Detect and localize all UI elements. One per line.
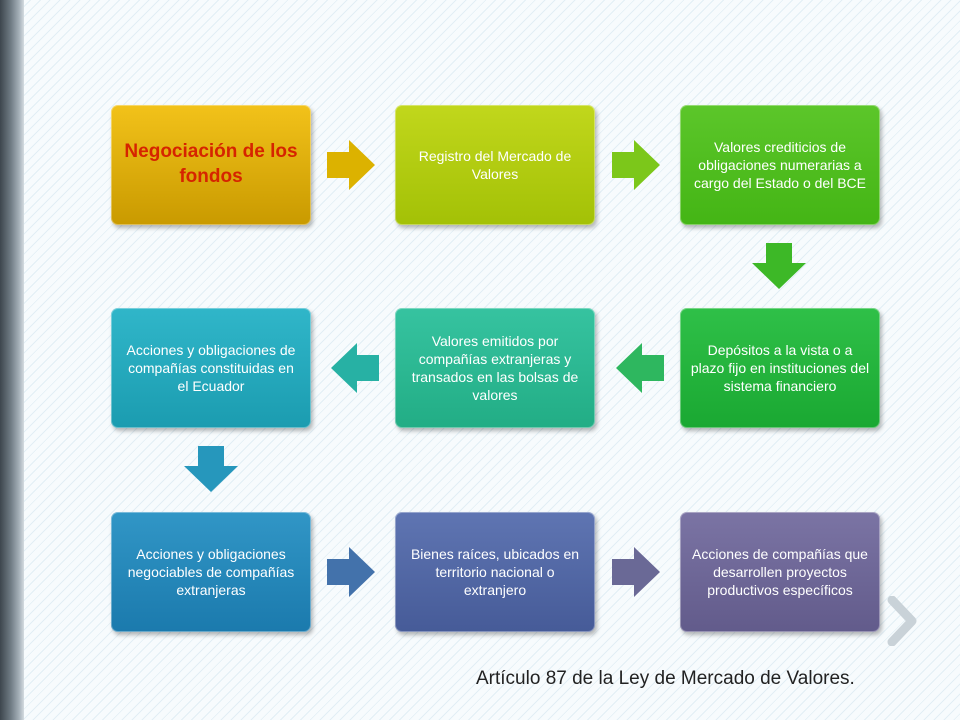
arrow-right-icon [327, 547, 375, 597]
arrow-shape [612, 140, 660, 190]
arrow-right-icon [327, 140, 375, 190]
chevron-right-icon[interactable] [882, 596, 922, 646]
box-valores-crediticios: Valores crediticios de obligaciones nume… [680, 105, 880, 225]
arrow-shape [616, 343, 664, 393]
arrow-shape [327, 140, 375, 190]
box-label: Depósitos a la vista o a plazo fijo en i… [690, 341, 870, 395]
source-caption: Artículo 87 de la Ley de Mercado de Valo… [476, 668, 855, 689]
box-label: Acciones y obligaciones negociables de c… [127, 545, 295, 599]
arrow-left-icon [616, 343, 664, 393]
arrow-shape [331, 343, 379, 393]
box-negociacion-fondos: Negociación de los fondos [111, 105, 311, 225]
arrow-shape [752, 243, 806, 289]
arrow-right-icon [612, 140, 660, 190]
box-label: Acciones y obligaciones de compañías con… [126, 341, 296, 395]
slide-side-bar [0, 0, 24, 720]
box-depositos: Depósitos a la vista o a plazo fijo en i… [680, 308, 880, 428]
box-label: Bienes raíces, ubicados en territorio na… [410, 545, 580, 599]
box-label: Registro del Mercado de Valores [418, 147, 572, 182]
arrow-shape [612, 547, 660, 597]
box-bienes-raices: Bienes raíces, ubicados en territorio na… [395, 512, 595, 632]
arrow-shape [184, 446, 238, 492]
arrow-shape [327, 547, 375, 597]
box-proyectos-productivos: Acciones de compañías que desarrollen pr… [680, 512, 880, 632]
box-valores-emitidos: Valores emitidos por compañías extranjer… [395, 308, 595, 428]
box-acciones-ecuador: Acciones y obligaciones de compañías con… [111, 308, 311, 428]
box-label: Negociación de los fondos [124, 141, 298, 187]
arrow-right-icon [612, 547, 660, 597]
arrow-left-icon [331, 343, 379, 393]
arrow-down-icon [184, 446, 238, 492]
box-label: Valores crediticios de obligaciones nume… [694, 138, 866, 192]
box-label: Valores emitidos por compañías extranjer… [411, 332, 579, 404]
box-registro-mercado: Registro del Mercado de Valores [395, 105, 595, 225]
box-acciones-extranjeras: Acciones y obligaciones negociables de c… [111, 512, 311, 632]
box-label: Acciones de compañías que desarrollen pr… [692, 545, 868, 599]
arrow-down-icon [752, 243, 806, 289]
